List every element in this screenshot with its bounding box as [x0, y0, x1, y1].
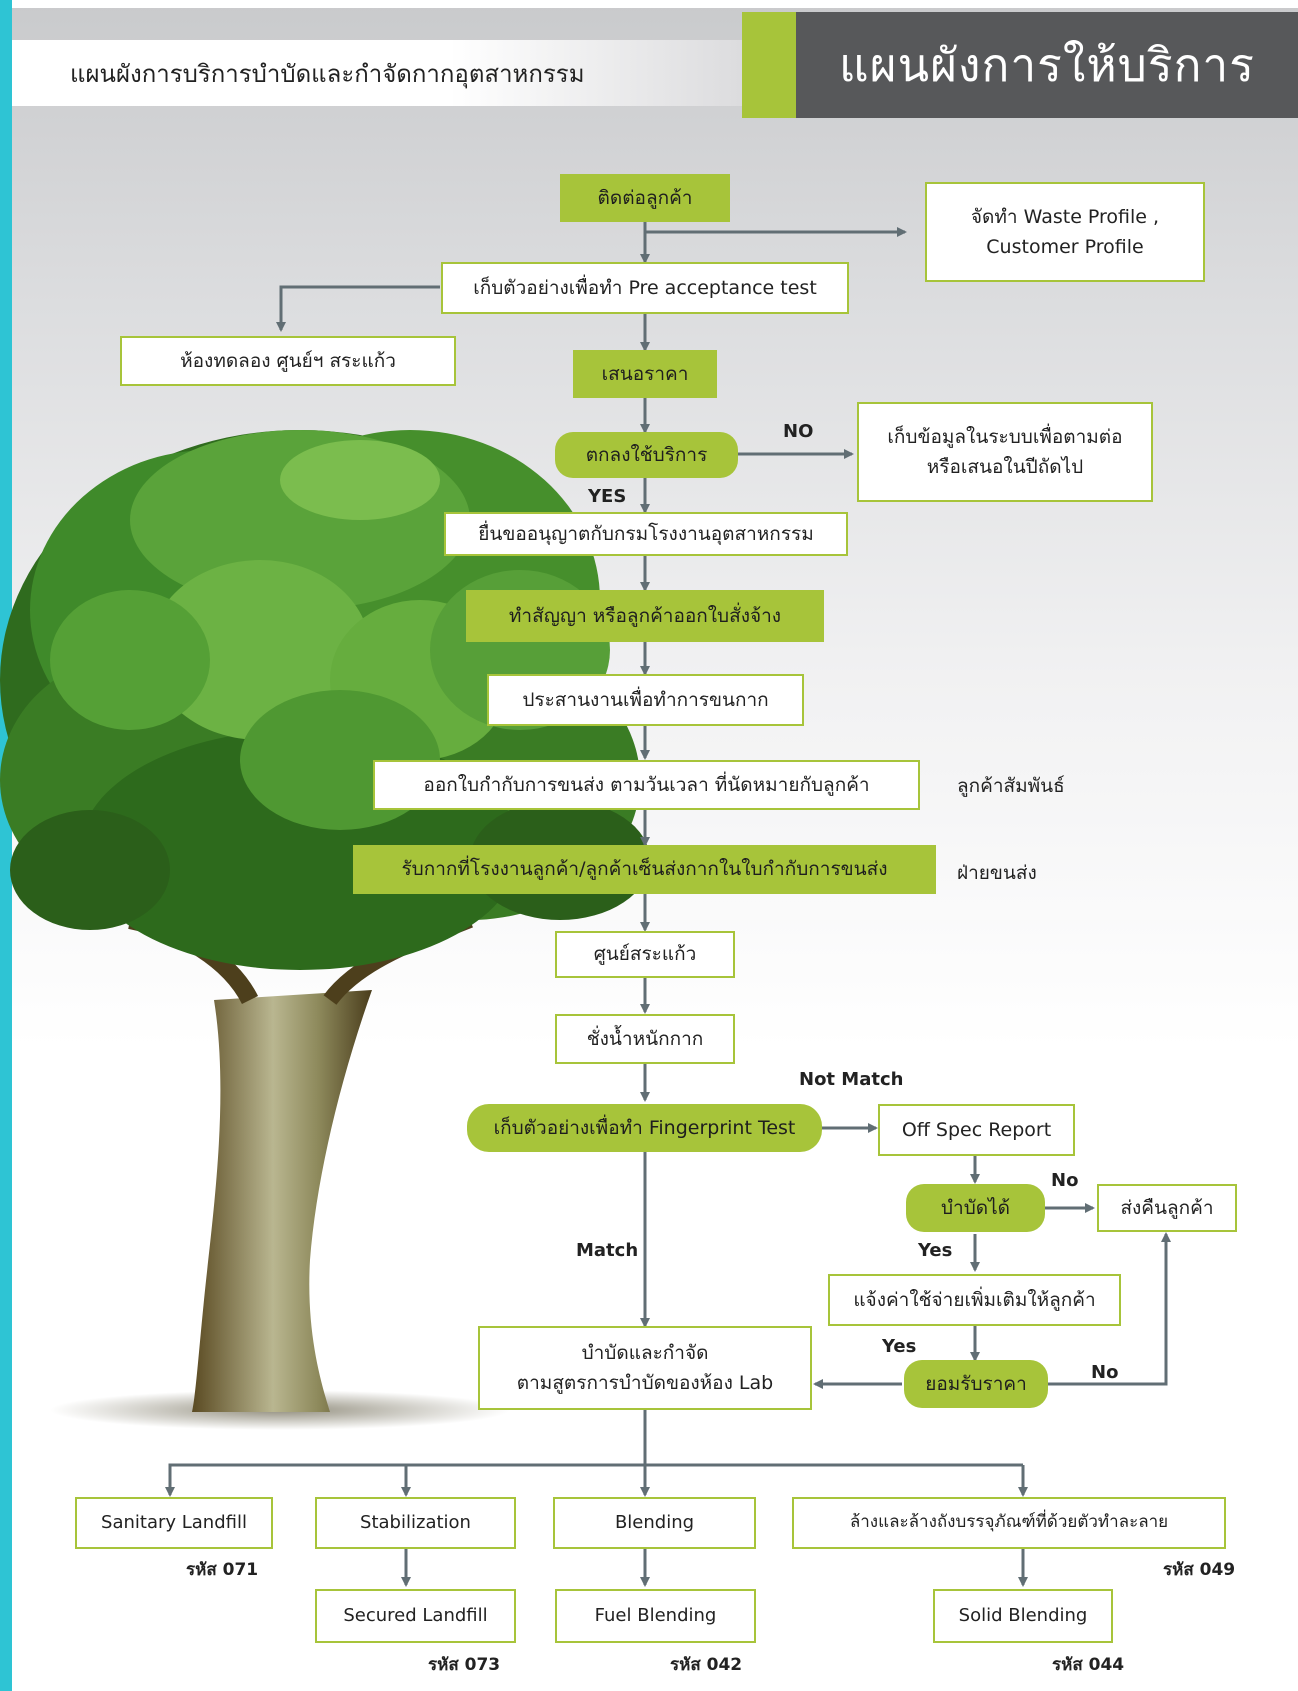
node-profile-line2: Customer Profile	[986, 236, 1144, 258]
subtitle-banner: แผนผังการบริการบำบัดและกำจัดกากอุตสาหกรร…	[12, 40, 742, 106]
node-agree: ตกลงใช้บริการ	[555, 432, 738, 478]
output-fuel-label: Fuel Blending	[594, 1604, 717, 1626]
node-permit: ยื่นขออนุญาตกับกรมโรงงานอุตสาหกรรม	[444, 512, 848, 556]
arrow-split-sanitary	[165, 1463, 645, 1497]
edge-label-not-match: Not Match	[799, 1069, 904, 1090]
node-contract-label: ทำสัญญา หรือลูกค้าออกใบสั่งจ้าง	[508, 604, 782, 627]
node-treatable-label: บำบัดได้	[940, 1196, 1011, 1219]
output-solid-label: Solid Blending	[958, 1604, 1088, 1626]
header-accent-block	[742, 12, 796, 118]
node-return-label: ส่งคืนลูกค้า	[1120, 1196, 1214, 1219]
node-manifest-label: ออกใบกำกับการขนส่ง ตามวันเวลา ที่นัดหมาย…	[423, 773, 870, 796]
node-contact-customer: ติดต่อลูกค้า	[560, 174, 730, 222]
node-coordinate: ประสานงานเพื่อทำการขนกาก	[487, 674, 804, 726]
node-profile-line1: จัดทำ Waste Profile ,	[970, 205, 1160, 228]
output-sanitary-landfill: Sanitary Landfill	[75, 1497, 273, 1549]
tree-trunk	[192, 990, 372, 1412]
node-offspec: Off Spec Report	[878, 1104, 1075, 1156]
code-071: รหัส 071	[186, 1560, 259, 1580]
edge-label-yes-agree: YES	[588, 486, 627, 507]
node-pickup: รับกากที่โรงงานลูกค้า/ลูกค้าเซ็นส่งกากใน…	[353, 845, 936, 894]
node-accept-label: ยอมรับราคา	[925, 1372, 1027, 1395]
code-042: รหัส 042	[670, 1655, 743, 1675]
edge-label-yes-treatable: Yes	[918, 1240, 953, 1261]
edge-label-no-agree: NO	[783, 421, 814, 442]
node-followup-line2: หรือเสนอในปีถัดไป	[926, 456, 1084, 478]
edge-label-no-treatable: No	[1051, 1170, 1079, 1191]
node-weigh: ชั่งน้ำหนักกาก	[555, 1014, 735, 1064]
output-sanitary-label: Sanitary Landfill	[101, 1511, 247, 1533]
output-stabilization-label: Stabilization	[360, 1511, 471, 1533]
node-center-label: ศูนย์สระแก้ว	[593, 943, 697, 966]
code-044: รหัส 044	[1052, 1655, 1125, 1675]
edge-label-no-accept: No	[1091, 1362, 1119, 1383]
node-center: ศูนย์สระแก้ว	[555, 931, 735, 978]
output-fuel-blending: Fuel Blending	[555, 1589, 756, 1643]
subtitle-text: แผนผังการบริการบำบัดและกำจัดกากอุตสาหกรร…	[70, 59, 585, 88]
output-washing-label: ล้างและล้างถังบรรจุภัณฑ์ที่ด้วยตัวทำละลา…	[849, 1512, 1169, 1533]
output-stabilization: Stabilization	[315, 1497, 516, 1549]
node-fingerprint: เก็บตัวอย่างเพื่อทำ Fingerprint Test	[467, 1104, 822, 1152]
code-073: รหัส 073	[428, 1655, 501, 1675]
node-treatable: บำบัดได้	[906, 1184, 1045, 1232]
node-offspec-label: Off Spec Report	[901, 1118, 1052, 1141]
output-solid-blending: Solid Blending	[933, 1589, 1113, 1643]
node-treat: บำบัดและกำจัด ตามสูตรการบำบัดของห้อง Lab	[478, 1326, 812, 1410]
node-weigh-label: ชั่งน้ำหนักกาก	[586, 1027, 704, 1050]
node-quote-label: เสนอราคา	[601, 362, 689, 385]
output-washing: ล้างและล้างถังบรรจุภัณฑ์ที่ด้วยตัวทำละลา…	[792, 1497, 1226, 1549]
node-sample-label: เก็บตัวอย่างเพื่อทำ Pre acceptance test	[473, 276, 817, 299]
node-pre-acceptance: เก็บตัวอย่างเพื่อทำ Pre acceptance test	[441, 262, 849, 314]
top-border	[12, 0, 1298, 8]
side-label-transport: ฝ่ายขนส่ง	[957, 862, 1037, 884]
node-followup-line1: เก็บข้อมูลในระบบเพื่อตามต่อ	[887, 425, 1123, 448]
node-contact-label: ติดต่อลูกค้า	[597, 186, 693, 209]
code-049: รหัส 049	[1163, 1560, 1236, 1580]
node-permit-label: ยื่นขออนุญาตกับกรมโรงงานอุตสาหกรรม	[478, 522, 814, 545]
side-accent-bar	[0, 0, 12, 1691]
output-blending: Blending	[553, 1497, 756, 1549]
node-notify-cost: แจ้งค่าใช้จ่ายเพิ่มเติมให้ลูกค้า	[828, 1274, 1121, 1326]
edge-label-yes-notify: Yes	[882, 1336, 917, 1357]
node-treat-line1: บำบัดและกำจัด	[581, 1341, 709, 1364]
node-waste-profile: จัดทำ Waste Profile , Customer Profile	[925, 182, 1205, 282]
page-title: แผนผังการให้บริการ	[839, 37, 1255, 92]
node-coordinate-label: ประสานงานเพื่อทำการขนกาก	[522, 688, 769, 711]
node-notify-label: แจ้งค่าใช้จ่ายเพิ่มเติมให้ลูกค้า	[853, 1288, 1096, 1311]
edge-label-match: Match	[576, 1240, 639, 1261]
arrow-sample-lab	[276, 285, 440, 332]
node-manifest: ออกใบกำกับการขนส่ง ตามวันเวลา ที่นัดหมาย…	[373, 760, 920, 810]
node-followup: เก็บข้อมูลในระบบเพื่อตามต่อ หรือเสนอในปี…	[857, 402, 1153, 502]
title-banner: แผนผังการให้บริการ	[796, 12, 1298, 118]
arrow-accept-return	[1048, 1232, 1171, 1386]
side-label-customer-relations: ลูกค้าสัมพันธ์	[957, 775, 1065, 797]
node-return: ส่งคืนลูกค้า	[1097, 1184, 1237, 1232]
node-contract: ทำสัญญา หรือลูกค้าออกใบสั่งจ้าง	[466, 590, 824, 642]
node-lab-label: ห้องทดลอง ศูนย์ฯ สระแก้ว	[180, 349, 396, 372]
output-secured-label: Secured Landfill	[343, 1604, 488, 1626]
output-secured-landfill: Secured Landfill	[315, 1589, 516, 1643]
node-accept-price: ยอมรับราคา	[904, 1360, 1048, 1408]
output-blending-label: Blending	[614, 1511, 695, 1533]
node-fingerprint-label: เก็บตัวอย่างเพื่อทำ Fingerprint Test	[493, 1116, 796, 1139]
node-treat-line2: ตามสูตรการบำบัดของห้อง Lab	[516, 1372, 774, 1394]
node-quote: เสนอราคา	[573, 350, 717, 398]
node-lab: ห้องทดลอง ศูนย์ฯ สระแก้ว	[120, 336, 456, 386]
node-agree-label: ตกลงใช้บริการ	[585, 443, 708, 466]
node-pickup-label: รับกากที่โรงงานลูกค้า/ลูกค้าเซ็นส่งกากใน…	[401, 858, 888, 881]
